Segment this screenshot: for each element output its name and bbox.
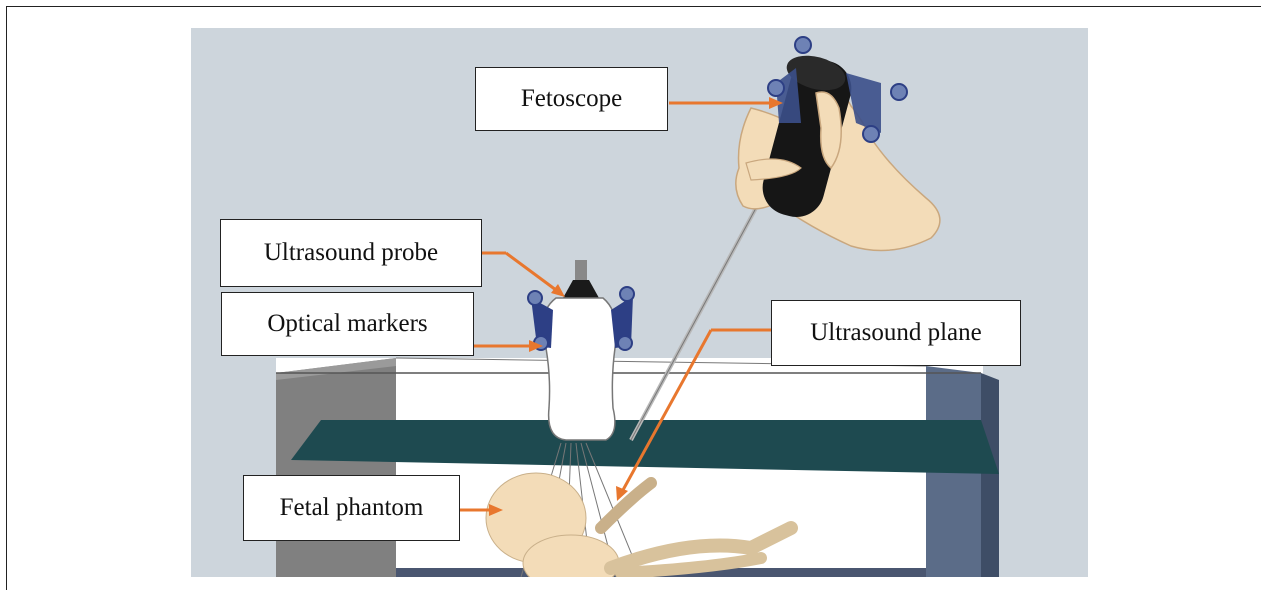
label-fetal-phantom: Fetal phantom xyxy=(243,475,460,541)
label-ultrasound-plane: Ultrasound plane xyxy=(771,300,1021,366)
label-optical-markers: Optical markers xyxy=(221,292,474,356)
label-fetoscope: Fetoscope xyxy=(475,67,668,131)
label-ultrasound-probe: Ultrasound probe xyxy=(220,219,482,287)
frame-top-border xyxy=(6,6,1261,7)
frame-left-border xyxy=(6,6,7,590)
